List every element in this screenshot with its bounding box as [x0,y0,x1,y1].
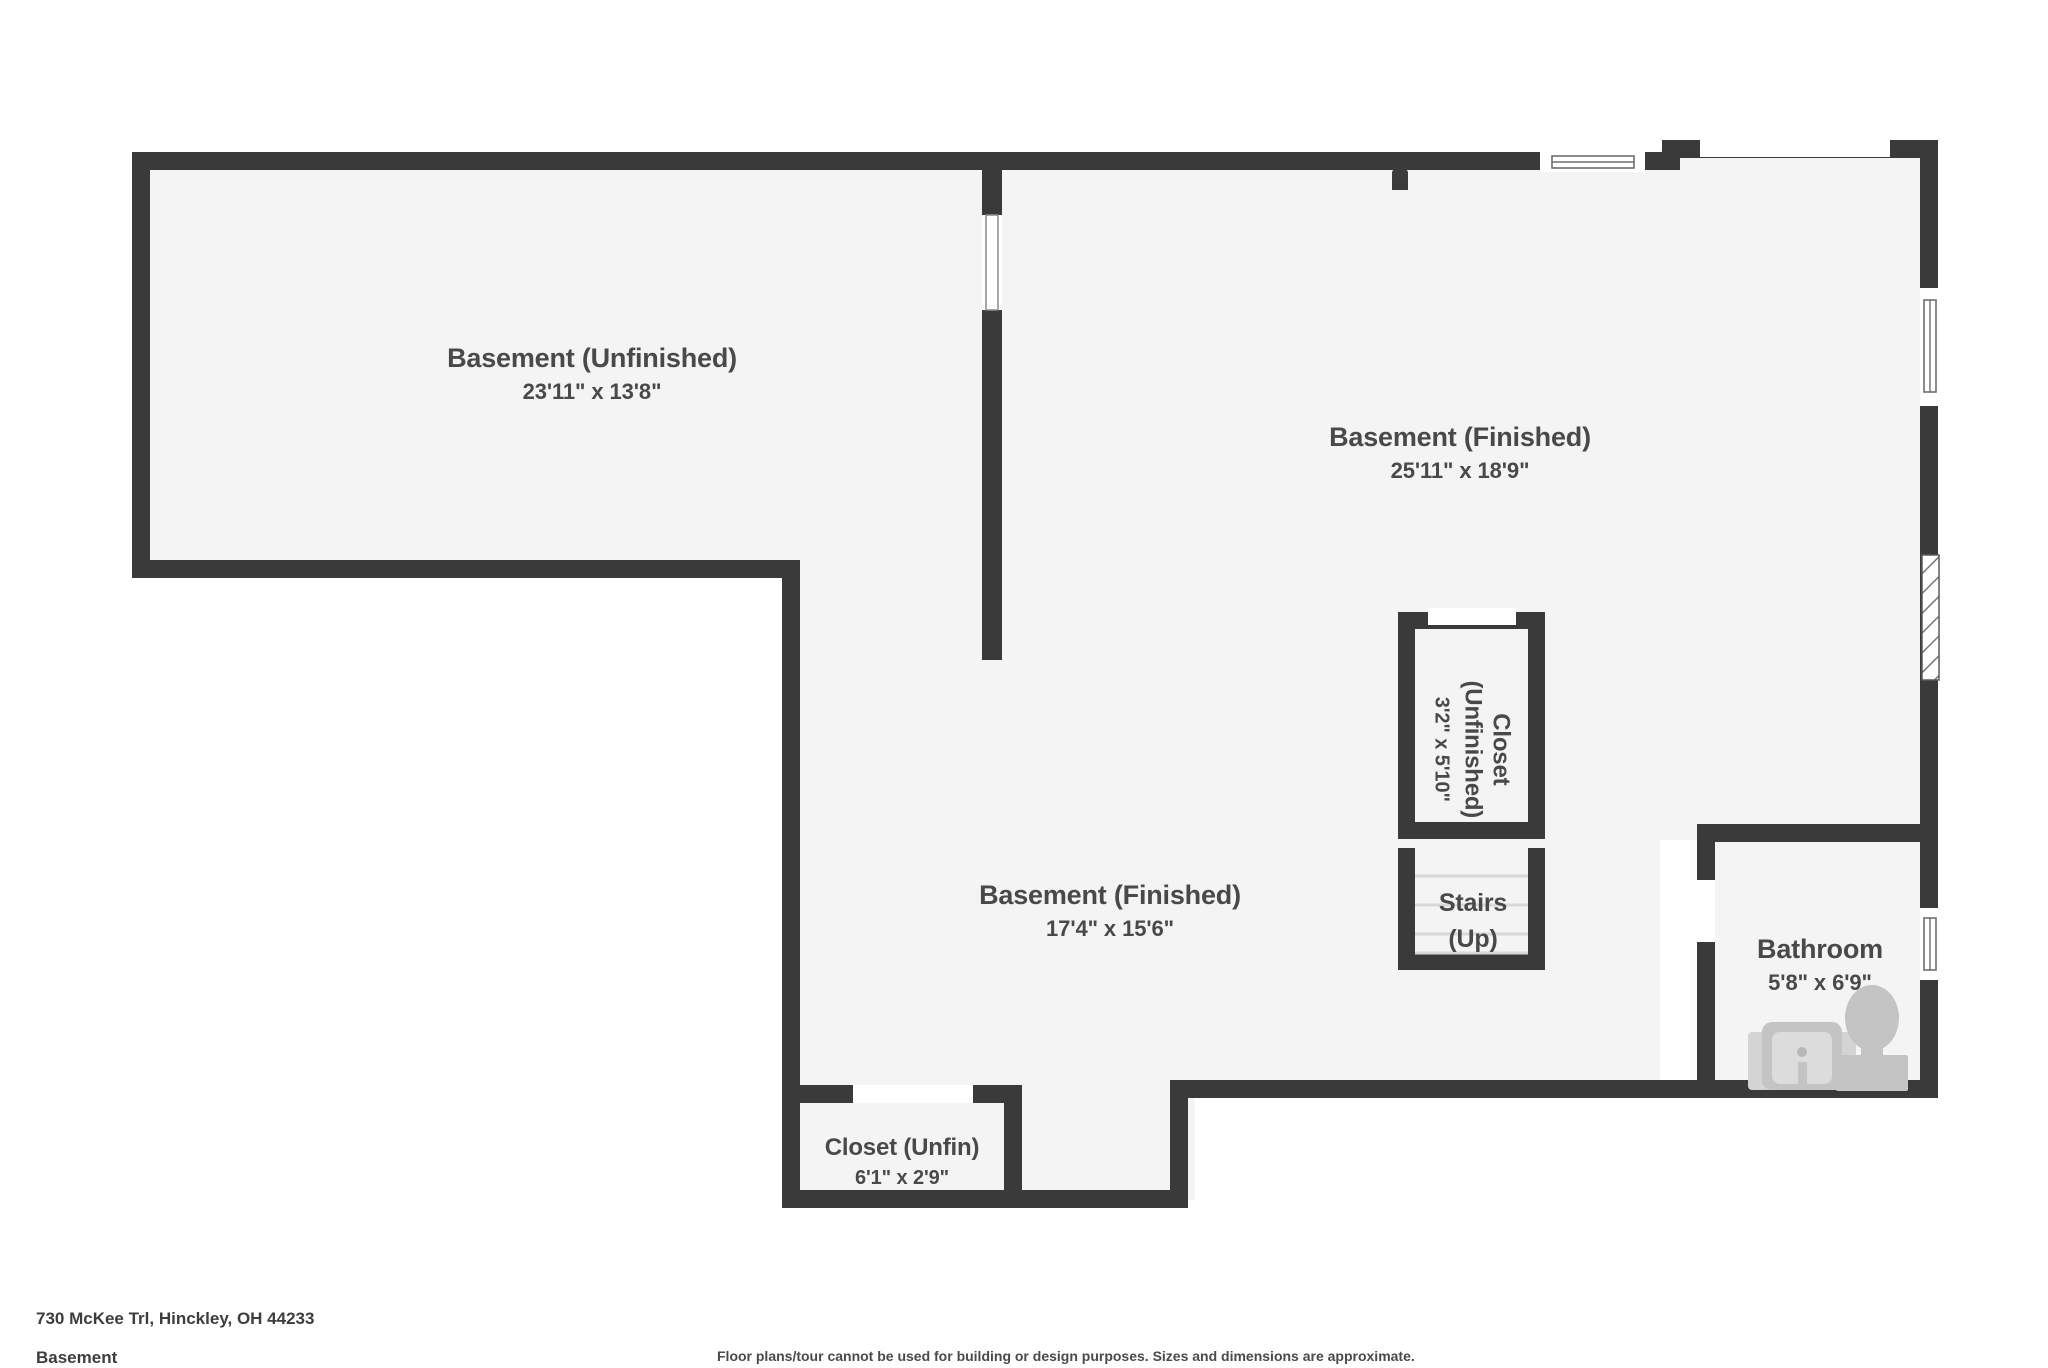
floor-level-label: Basement [36,1348,118,1367]
doorway-bathroom [1697,880,1715,942]
wall-closet-lower-right [1004,1085,1022,1208]
floor-fill-group [140,148,1930,1200]
fixture-group [1748,985,1908,1091]
disclaimer-text: Floor plans/tour cannot be used for buil… [717,1348,1415,1364]
opening-top-right-recess [1700,140,1890,157]
stairs-steps-group [1415,874,1528,955]
property-address: 730 McKee Trl, Hinckley, OH 44233 [36,1309,315,1328]
floor-basement-finished-upper [790,148,1930,1200]
wall-bathroom-top [1697,824,1932,842]
wall-bathroom-left [1697,832,1715,1090]
wall-stairs-right [1528,848,1545,970]
wall-closet-upper-right [1528,612,1545,839]
wall-stairs-bottom [1398,953,1545,970]
wall-stairs-left [1398,848,1415,970]
doorway-unfinished-to-finished-frame [985,214,999,311]
wall-notch-pillar [1392,158,1408,190]
wall-closet-upper-bottom [1398,822,1545,839]
window-group [1392,152,1940,980]
toilet-tank-icon [1836,1055,1908,1091]
floor-basement-unfinished [140,160,990,660]
window-right-hatched [1921,554,1940,681]
doorway-group [853,140,1890,1103]
wall-closet-lower-left [782,1085,800,1208]
sink-faucet-icon [1798,1062,1807,1090]
toilet-bowl-icon [1845,985,1899,1051]
wall-closet-upper-left [1398,612,1415,839]
sink-inner-icon [1772,1032,1832,1084]
sink-drain-icon [1797,1047,1807,1057]
doorway-closet-unfinished [1428,608,1516,625]
doorway-closet-lower [853,1085,973,1103]
